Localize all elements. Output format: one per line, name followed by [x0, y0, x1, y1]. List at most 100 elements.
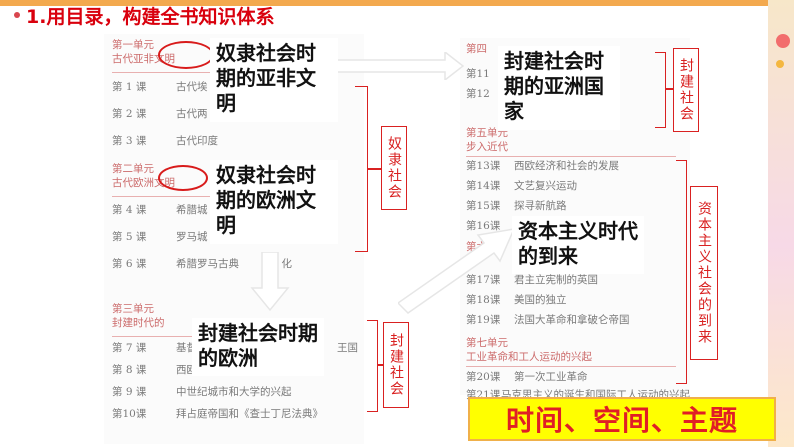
lesson-number: 第 6 课 — [112, 258, 147, 270]
lesson-title: 古代两 — [176, 108, 208, 120]
highlight-oval — [158, 165, 208, 191]
lesson-row: 第10课 拜占庭帝国和《查士丁尼法典》 — [112, 403, 362, 425]
lesson-number: 第 7 课 — [112, 342, 147, 354]
lesson-row: 第 8 课 西欧 — [112, 359, 362, 381]
down-arrow-icon — [250, 252, 290, 312]
lesson-number: 第 3 课 — [112, 135, 147, 147]
lesson-number: 第20课 — [466, 371, 501, 383]
lesson-number: 第17课 — [466, 274, 501, 286]
lesson-number: 第16课 — [466, 220, 501, 232]
lesson-title: 基督 — [176, 342, 197, 354]
bullet-icon — [14, 12, 20, 18]
lesson-number: 第19课 — [466, 314, 501, 326]
lesson-number: 第 1 课 — [112, 81, 147, 93]
lesson-title: 古代埃 — [176, 81, 208, 93]
lesson-number: 第11 — [466, 68, 490, 80]
lesson-row: 第17课 君主立宪制的英国 — [466, 270, 686, 290]
header-title: 1.用目录，构建全书知识体系 — [26, 5, 275, 28]
lesson-number: 第12 — [466, 88, 490, 100]
lesson-row: 第16课 — [466, 216, 686, 236]
unit3-block: 第三单元 封建时代的 — [112, 302, 165, 330]
unit4-block: 第四 — [466, 42, 487, 56]
unit-divider — [112, 72, 212, 73]
decoration-dot — [776, 60, 784, 68]
unit-divider — [112, 336, 212, 337]
unit1-lessons: 第 1 课 古代埃 第 2 课 古代两 第 3 课古代印度 — [112, 74, 352, 155]
lesson-row: 第20课 第一次工业革命 — [466, 368, 690, 386]
lesson-number: 第10课 — [112, 408, 147, 420]
label-feudal-society-1: 封建社会 — [383, 322, 409, 408]
lesson-number: 第14课 — [466, 180, 501, 192]
lesson-row: 第19课法国大革命和拿破仑帝国 — [466, 310, 686, 330]
unit-sub-line: 封建时代的 — [112, 317, 165, 329]
bracket-feudal-1 — [367, 320, 378, 412]
unit-sub-line: 步入近代 — [466, 141, 508, 153]
unit5-lessons: 第13课 西欧经济和社会的发展 第14课 文艺复兴运动 第15课探寻新航路 第16课 — [466, 156, 686, 236]
label-slave-society: 奴隶社会 — [381, 126, 407, 210]
lesson-number: 第 9 课 — [112, 386, 147, 398]
unit-line: 第五单元 — [466, 127, 508, 139]
bracket-connector — [377, 364, 383, 366]
unit-divider — [466, 156, 676, 157]
top-decoration-bar — [0, 0, 794, 6]
unit-divider — [466, 366, 676, 367]
lesson-title: 希腊罗马古典 — [176, 258, 239, 270]
lesson-title: 西欧经济和社会的发展 — [514, 160, 619, 172]
lesson-title: 文艺复兴运动 — [514, 180, 577, 192]
lesson-number: 第 5 课 — [112, 231, 147, 243]
callout-feudal-asia: 封建社会时期的亚洲国家 — [498, 46, 620, 130]
label-text: 封建社会 — [678, 58, 694, 122]
bracket-capitalism — [676, 160, 687, 384]
lesson-row: 第18课美国的独立 — [466, 290, 686, 310]
label-capitalism: 资本主义社会的到来 — [690, 186, 718, 360]
lesson-number: 第 2 课 — [112, 108, 147, 120]
lesson-title: 第一次工业革命 — [514, 371, 588, 383]
label-text: 资本主义社会的到来 — [696, 201, 712, 345]
lesson-row: 第 1 课 古代埃 — [112, 74, 352, 101]
slide-header: 1.用目录，构建全书知识体系 — [14, 2, 274, 28]
lesson-number: 第13课 — [466, 160, 501, 172]
footer-theme-box: 时间、空间、主题 — [468, 397, 776, 441]
lesson-title: 拜占庭帝国和《查士丁尼法典》 — [176, 408, 323, 420]
lesson-row: 第 5 课 罗马城 — [112, 224, 352, 251]
lesson-title: 罗马城 — [176, 231, 208, 243]
unit-divider — [112, 196, 212, 197]
unit-line: 第七单元 — [466, 337, 508, 349]
unit-line: 第二单元 — [112, 163, 154, 175]
callout-slave-asia-africa: 奴隶社会时期的亚非文明 — [210, 38, 338, 122]
unit5-block: 第五单元 步入近代 — [466, 126, 508, 154]
lesson-row: 第 2 课 古代两 — [112, 101, 352, 128]
unit6-lessons: 第17课 君主立宪制的英国 第18课美国的独立 第19课法国大革命和拿破仑帝国 — [466, 270, 686, 330]
unit-sub-line: 工业革命和工人运动的兴起 — [466, 351, 592, 363]
label-text: 封建社会 — [388, 333, 404, 397]
lesson-row: 第 7 课 基督 王国 — [112, 337, 362, 359]
lesson-title-tail: 王国 — [337, 342, 358, 354]
callout-feudal-europe: 封建社会时期的欧洲 — [192, 318, 324, 376]
lesson-number: 第15课 — [466, 200, 501, 212]
unit-line: 第一单元 — [112, 39, 154, 51]
lesson-title: 君主立宪制的英国 — [514, 274, 598, 286]
unit7-block: 第七单元 工业革命和工人运动的兴起 — [466, 336, 592, 364]
unit3-lessons: 第 7 课基督王国 第 8 课西欧 第 9 课中世纪城市和大学的兴起 第10课拜… — [112, 337, 362, 425]
lesson-row: 第15课探寻新航路 — [466, 196, 686, 216]
unit-line: 第四 — [466, 43, 487, 55]
lesson-row: 第 3 课古代印度 — [112, 128, 352, 155]
unit-line: 第三单元 — [112, 303, 154, 315]
lesson-title: 西欧 — [176, 364, 197, 376]
right-decoration-strip — [768, 0, 794, 447]
lesson-number: 第 8 课 — [112, 364, 147, 376]
label-text: 奴隶社会 — [386, 136, 402, 200]
right-arrow-icon — [335, 52, 465, 80]
label-feudal-society-2: 封建社会 — [673, 48, 699, 132]
lesson-row: 第14课 文艺复兴运动 — [466, 176, 686, 196]
footer-text: 时间、空间、主题 — [505, 404, 738, 437]
lesson-title-tail: 化 — [281, 258, 293, 270]
lesson-row: 第11 — [466, 64, 526, 84]
lesson-number: 第 4 课 — [112, 204, 147, 216]
diagonal-arrow-icon — [398, 228, 516, 314]
lesson-title: 美国的独立 — [514, 294, 567, 306]
bracket-feudal-2 — [655, 52, 666, 128]
decoration-dot — [776, 34, 790, 48]
